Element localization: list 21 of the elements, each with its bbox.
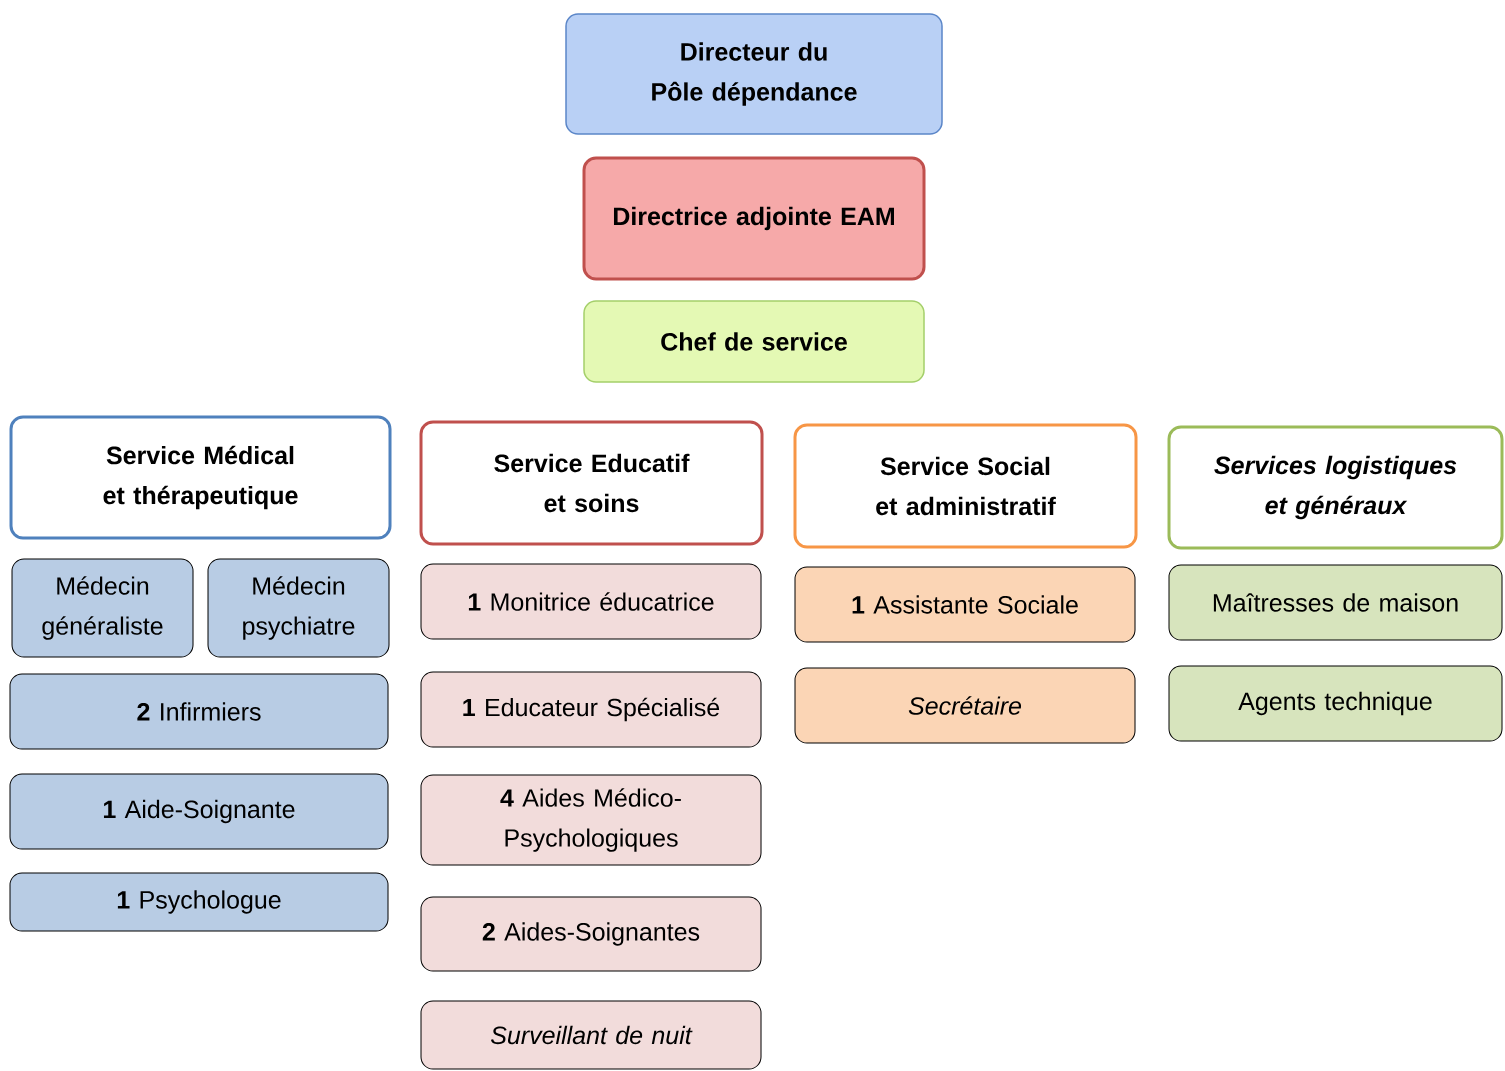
department-box: Service Educatif et soins bbox=[419, 420, 764, 546]
department-box: Service Social et administratif bbox=[793, 423, 1138, 549]
head-of-service-box: Chef de service bbox=[583, 300, 925, 383]
staff-box: 1 Psychologue bbox=[9, 872, 389, 932]
staff-box: 2 Infirmiers bbox=[9, 673, 389, 750]
staff-box: Médecin généraliste bbox=[11, 558, 194, 658]
deputy-director-box: Directrice adjointe EAM bbox=[582, 156, 926, 281]
director-box: Directeur du Pôle dépendance bbox=[565, 13, 943, 135]
staff-box: Maîtresses de maison bbox=[1168, 564, 1503, 641]
department-box: Service Médical et thérapeutique bbox=[9, 415, 392, 540]
staff-box: 2 Aides-Soignantes bbox=[420, 896, 762, 972]
staff-box: Médecin psychiatre bbox=[207, 558, 390, 658]
staff-box: 1 Assistante Sociale bbox=[794, 566, 1136, 643]
staff-box: Secrétaire bbox=[794, 667, 1136, 744]
staff-box: 1 Monitrice éducatrice bbox=[420, 563, 762, 640]
staff-box: Agents technique bbox=[1168, 665, 1503, 742]
staff-box: Surveillant de nuit bbox=[420, 1000, 762, 1070]
staff-box: 1 Educateur Spécialisé bbox=[420, 671, 762, 748]
department-box: Services logistiques et généraux bbox=[1167, 425, 1504, 550]
staff-box: 4 Aides Médico-Psychologiques bbox=[420, 774, 762, 866]
staff-box: 1 Aide-Soignante bbox=[9, 773, 389, 850]
